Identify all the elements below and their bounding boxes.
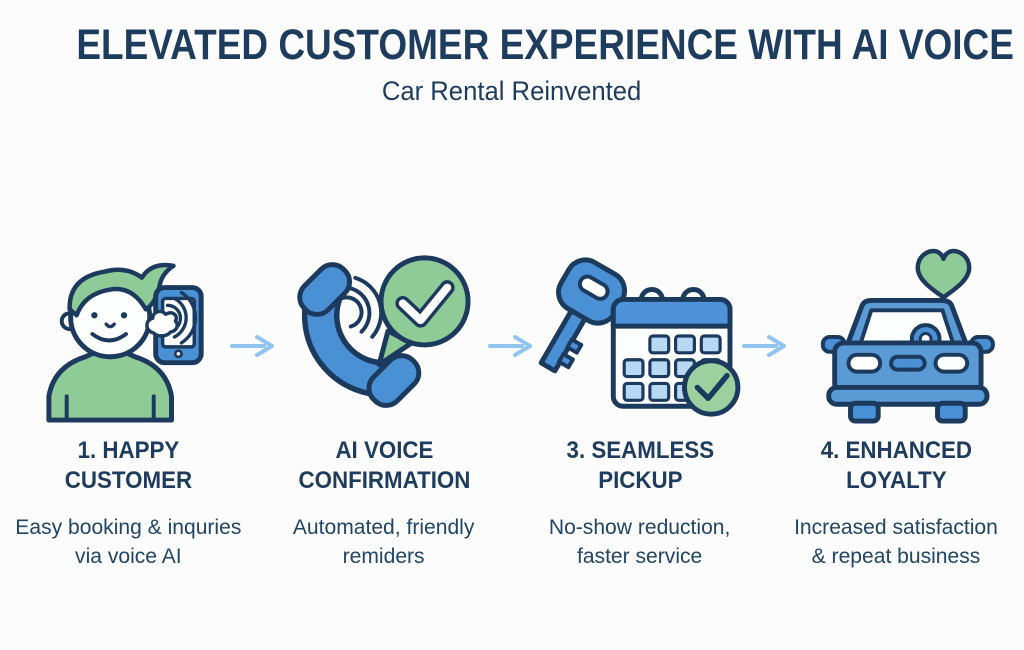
step-enhanced-loyalty: 4. ENHANCED LOYALTY Increased satisfacti… — [768, 248, 1024, 571]
step-description: No-show reduction, faster service — [549, 515, 731, 568]
arrow-icon — [228, 333, 278, 359]
page-subtitle: Car Rental Reinvented — [0, 76, 1024, 106]
step-heading: 1. HAPPY CUSTOMER — [64, 437, 192, 494]
step-ai-voice-confirmation: AI VOICE CONFIRMATION Automated, friendl… — [256, 248, 512, 571]
steps-row: 1. HAPPY CUSTOMER Easy booking & inqurie… — [0, 248, 1024, 571]
step-heading: 4. ENHANCED LOYALTY — [820, 437, 972, 494]
phone-call-checkmark-icon — [279, 248, 489, 426]
page-title: ELEVATED CUSTOMER EXPERIENCE WITH AI VOI… — [0, 22, 1024, 68]
happy-customer-phone-icon — [23, 248, 233, 426]
car-key-calendar-icon — [535, 248, 745, 426]
step-happy-customer: 1. HAPPY CUSTOMER Easy booking & inqurie… — [0, 248, 256, 571]
step-description: Automated, friendly remiders — [293, 515, 475, 568]
step-description: Increased satisfaction & repeat business — [794, 515, 998, 568]
step-seamless-pickup: 3. SEAMLESS PICKUP No-show reduction, fa… — [512, 248, 768, 571]
car-heart-icon — [791, 248, 1001, 426]
arrow-icon — [486, 333, 536, 359]
header: ELEVATED CUSTOMER EXPERIENCE WITH AI VOI… — [0, 0, 1024, 106]
page-subtitle-text: Car Rental Reinvented — [382, 76, 642, 106]
step-heading: 3. SEAMLESS PICKUP — [566, 437, 714, 494]
step-heading: AI VOICE CONFIRMATION — [298, 437, 470, 494]
step-description: Easy booking & inquries via voice AI — [14, 515, 242, 568]
arrow-icon — [740, 333, 790, 359]
page-title-text: ELEVATED CUSTOMER EXPERIENCE WITH AI VOI… — [76, 21, 1014, 69]
